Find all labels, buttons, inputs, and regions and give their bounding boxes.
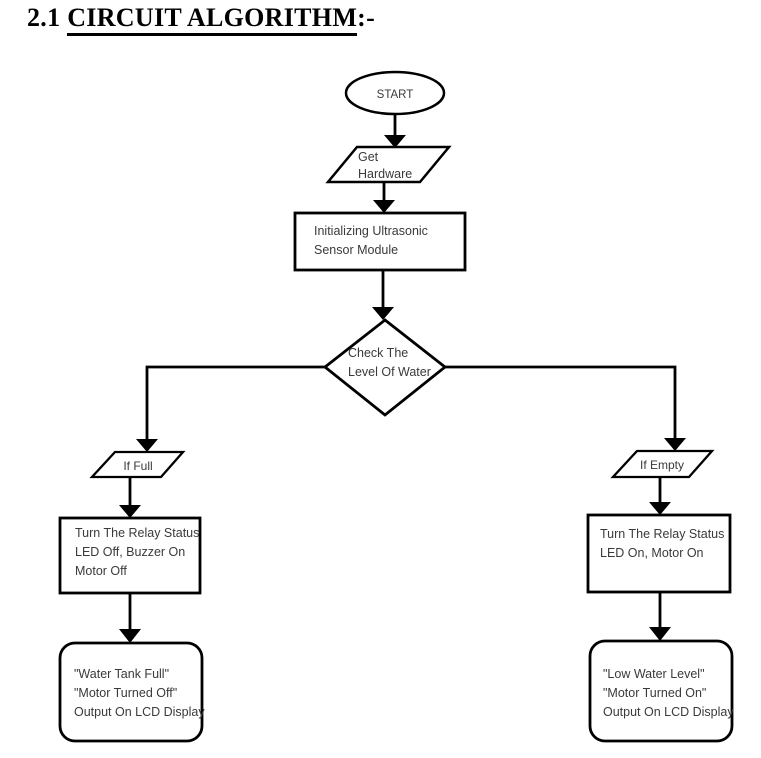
init-sensor-label: Initializing Ultrasonic Sensor Module bbox=[314, 224, 428, 257]
page-title-suffix: :- bbox=[357, 3, 376, 32]
if-empty-label: If Empty bbox=[639, 458, 684, 472]
page-title-heading: CIRCUIT ALGORITHM bbox=[67, 3, 358, 36]
get-hardware-io-shape bbox=[325, 145, 452, 184]
arrowhead-full-display bbox=[119, 629, 141, 643]
get-hardware-label: Get Hardware bbox=[358, 150, 413, 181]
empty-display-shape bbox=[588, 639, 734, 743]
arrowhead-gethardware bbox=[384, 135, 406, 148]
full-display-shape bbox=[58, 641, 204, 743]
arrowhead-decision bbox=[372, 307, 394, 320]
check-level-decision-shape bbox=[322, 318, 448, 417]
if-empty-condition-shape bbox=[610, 449, 715, 479]
check-level-label: Check The Level Of Water bbox=[348, 346, 431, 379]
arrowhead-empty-display bbox=[649, 627, 671, 641]
full-action-label: Turn The Relay Status LED Off, Buzzer On… bbox=[75, 526, 200, 578]
arrowhead-full-action bbox=[119, 505, 141, 518]
page-title-number: 2.1 bbox=[27, 3, 61, 32]
empty-action-label: Turn The Relay Status LED On, Motor On bbox=[600, 527, 725, 560]
full-display-label: "Water Tank Full" "Motor Turned Off" Out… bbox=[74, 667, 205, 719]
arrowhead-iffull bbox=[136, 439, 158, 452]
connector-decision-ifempty bbox=[445, 365, 677, 440]
arrowhead-empty-action bbox=[649, 502, 671, 515]
arrowhead-init bbox=[373, 200, 395, 213]
if-full-condition-shape bbox=[89, 450, 186, 479]
page-title: 2.1 CIRCUIT ALGORITHM:- bbox=[27, 3, 376, 36]
init-sensor-process-shape bbox=[293, 211, 467, 272]
if-full-label: If Full bbox=[123, 459, 153, 473]
empty-display-label: "Low Water Level" "Motor Turned On" Outp… bbox=[603, 667, 734, 719]
arrowhead-ifempty bbox=[664, 438, 686, 451]
connector-decision-iffull bbox=[145, 365, 325, 441]
start-label: START bbox=[376, 89, 414, 101]
